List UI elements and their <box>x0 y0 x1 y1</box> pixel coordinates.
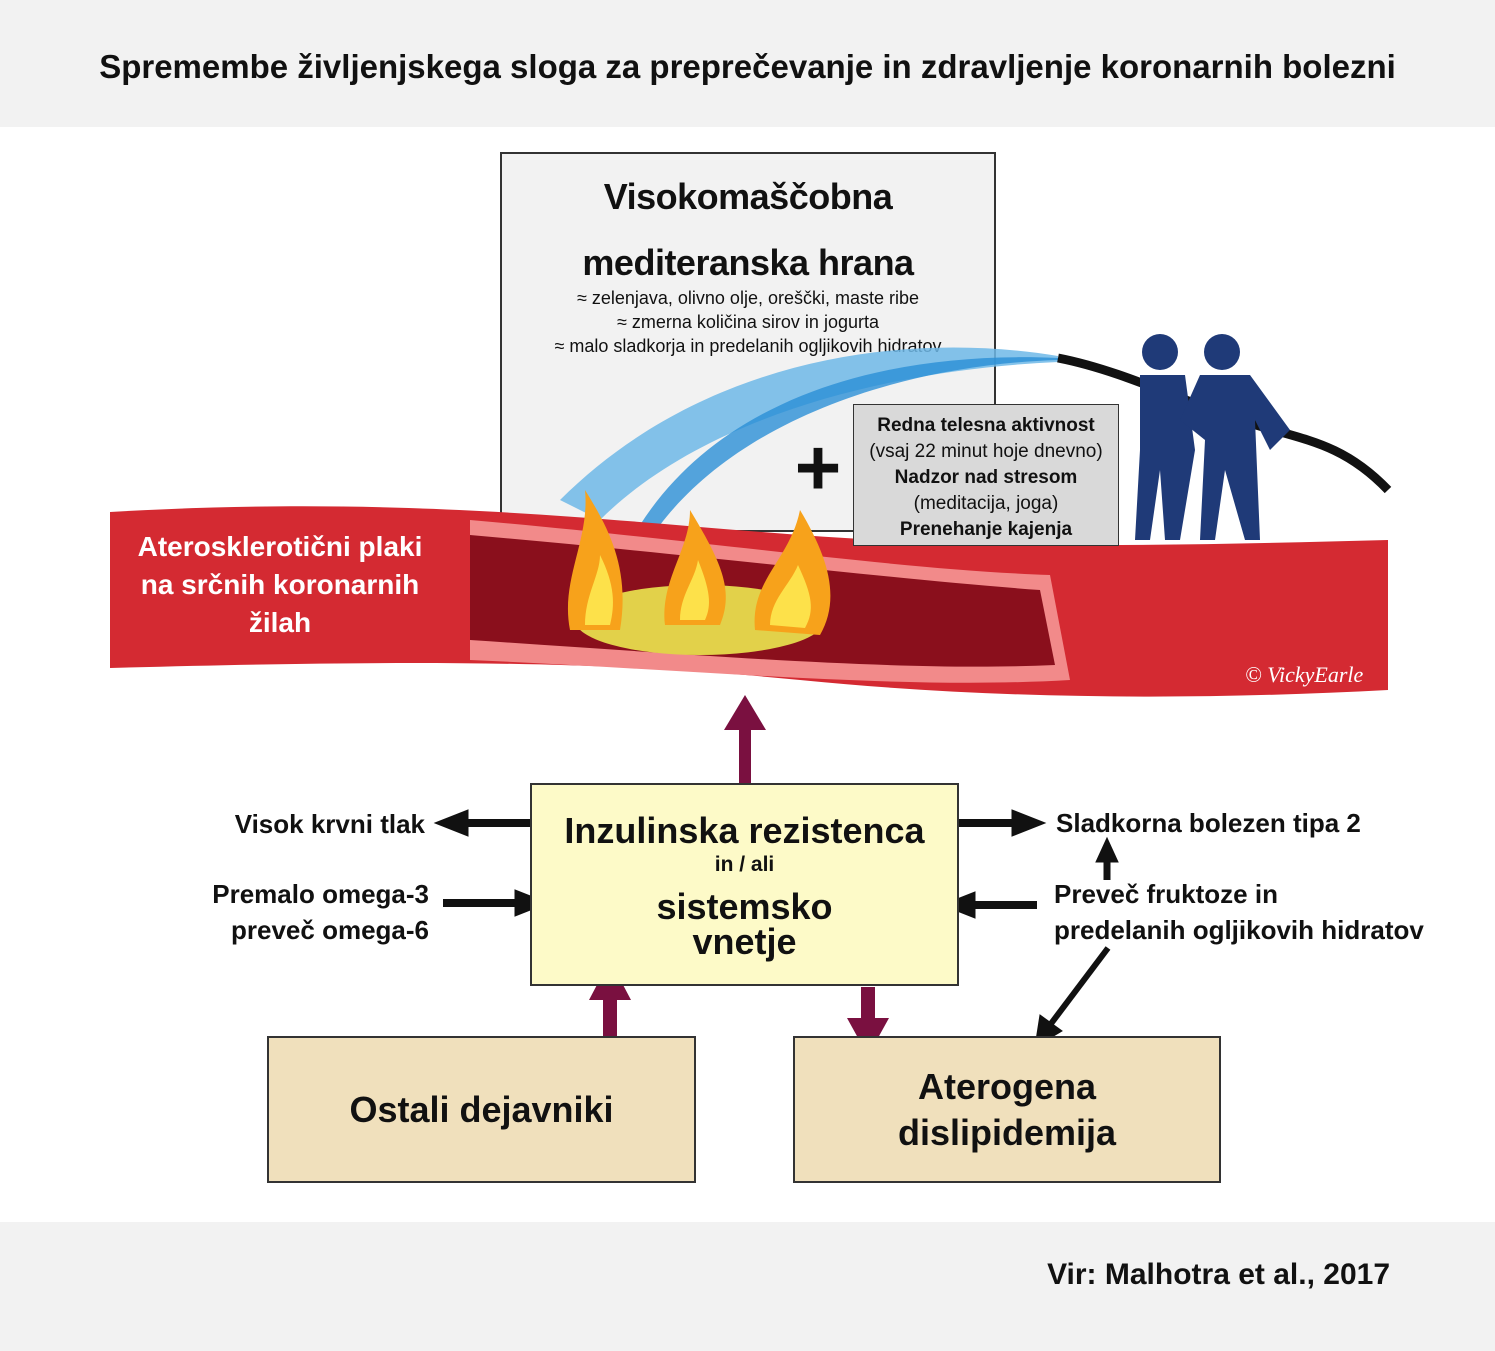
diet-item: ≈ malo sladkorja in predelanih ogljikovi… <box>554 336 942 356</box>
center-connector: in / ali <box>714 853 775 876</box>
dyslipidemia-line: Aterogena <box>917 1065 1097 1107</box>
omega-line: Premalo omega-3 <box>212 879 429 909</box>
label-high-blood-pressure: Visok krvni tlak <box>234 809 425 839</box>
header-band <box>0 0 1495 127</box>
signature: © VickyEarle <box>1245 662 1364 687</box>
diet-item: ≈ zelenjava, olivno olje, oreščki, maste… <box>576 288 920 308</box>
center-line: vnetje <box>692 921 797 962</box>
artery-label-line: na srčnih koronarnih <box>140 569 420 600</box>
plus-sign: + <box>795 423 842 512</box>
diet-heading-2: mediteranska hrana <box>582 242 914 283</box>
water-stream-inner <box>640 357 1058 525</box>
arrow-down-to-dyslipidemia <box>847 987 889 1056</box>
insulin-resistance-box: Inzulinska rezistenca in / ali sistemsko… <box>530 783 959 986</box>
maroon-arrows <box>589 695 889 1056</box>
other-factors-box: Ostali dejavniki <box>267 1036 696 1183</box>
dyslipidemia-box: Aterogena dislipidemija <box>793 1036 1221 1183</box>
artery-label-line: Aterosklerotični plaki <box>137 531 423 562</box>
diet-heading-1: Visokomaščobna <box>603 176 893 217</box>
diet-item: ≈ zmerna količina sirov in jogurta <box>617 312 879 332</box>
source-citation: Vir: Malhotra et al., 2017 <box>1047 1258 1390 1291</box>
activity-line: (vsaj 22 minut hoje dnevno) <box>869 441 1103 462</box>
water-stream <box>560 347 1058 520</box>
footer-band <box>0 1222 1495 1351</box>
center-line: Inzulinska rezistenca <box>564 810 925 851</box>
activity-line: (meditacija, joga) <box>913 493 1059 514</box>
artery-label-line: žilah <box>248 607 312 638</box>
fructose-line: predelanih ogljikovih hidratov <box>1054 915 1424 945</box>
firefighter-icon <box>1135 334 1290 540</box>
flame-core-icon <box>585 555 811 628</box>
other-factors-label: Ostali dejavniki <box>349 1088 614 1130</box>
lifestyle-activity-box: Redna telesna aktivnost (vsaj 22 minut h… <box>853 404 1119 546</box>
label-diabetes: Sladkorna bolezen tipa 2 <box>1056 808 1361 838</box>
activity-line: Nadzor nad stresom <box>894 467 1078 488</box>
arrow-up-from-other <box>589 960 631 1036</box>
artery-label: Aterosklerotični plaki na srčnih koronar… <box>125 528 435 642</box>
label-fructose: Preveč fruktoze in predelanih ogljikovih… <box>1054 876 1424 948</box>
page-title: Spremembe življenjskega sloga za prepreč… <box>99 48 1396 85</box>
arrow-up-to-artery <box>724 695 766 783</box>
fructose-line: Preveč fruktoze in <box>1054 879 1278 909</box>
label-omega: Premalo omega-3 preveč omega-6 <box>212 876 429 948</box>
center-line: sistemsko <box>656 886 833 927</box>
omega-line: preveč omega-6 <box>231 915 429 945</box>
activity-line: Prenehanje kajenja <box>899 519 1073 540</box>
activity-line: Redna telesna aktivnost <box>877 415 1095 436</box>
dyslipidemia-line: dislipidemija <box>897 1111 1117 1153</box>
